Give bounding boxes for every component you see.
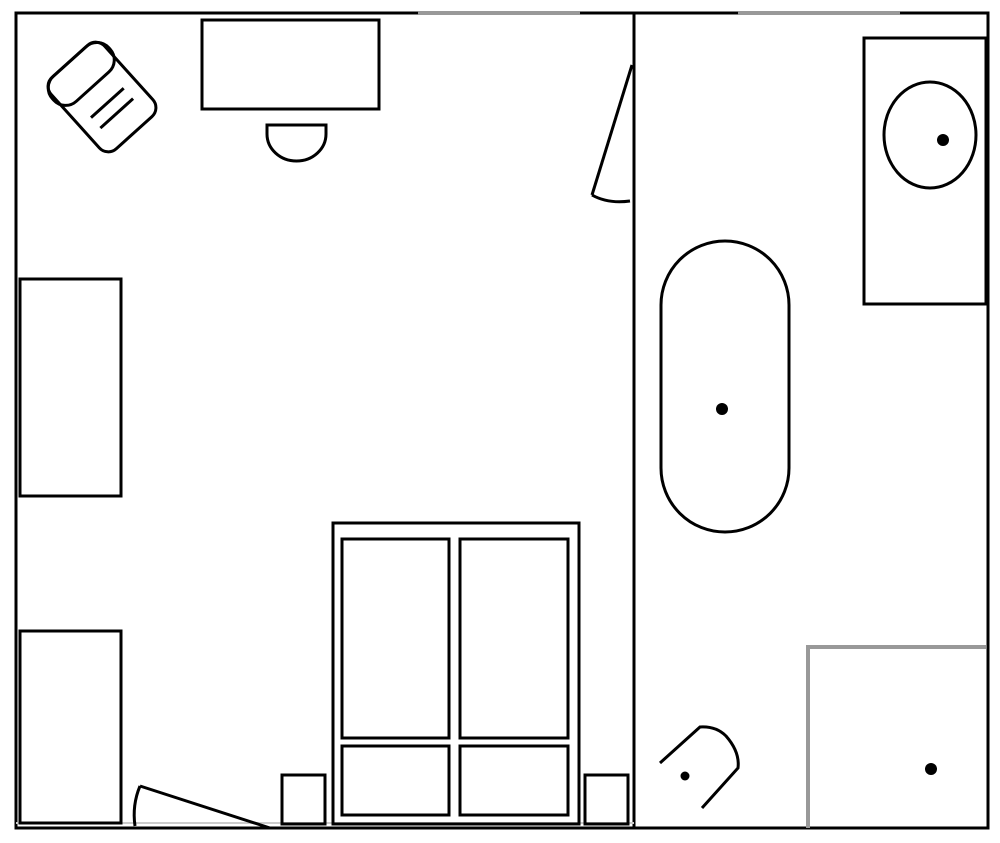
vanity-sink	[862, 36, 988, 306]
door-entrance	[132, 784, 271, 830]
outer-wall	[14, 11, 990, 830]
desk-chair	[265, 123, 328, 163]
drain-icon	[937, 134, 949, 146]
toilet	[658, 725, 740, 810]
nightstand-left	[280, 773, 327, 826]
armchair	[46, 40, 158, 154]
drain-icon	[716, 403, 728, 415]
bathtub	[659, 239, 791, 534]
cabinet-bottom-left	[18, 629, 123, 825]
nightstand-right	[583, 773, 630, 826]
armchair-back	[46, 40, 116, 107]
bed-side-left	[340, 537, 451, 740]
double-bed	[331, 521, 581, 826]
desk	[200, 18, 381, 111]
bed-side-right	[458, 537, 570, 740]
pillow-left	[340, 744, 451, 817]
door-bathroom	[590, 64, 634, 204]
drain-icon	[925, 763, 937, 775]
pillow-right	[458, 744, 570, 817]
cabinet-left	[18, 277, 123, 498]
shower	[806, 645, 986, 828]
